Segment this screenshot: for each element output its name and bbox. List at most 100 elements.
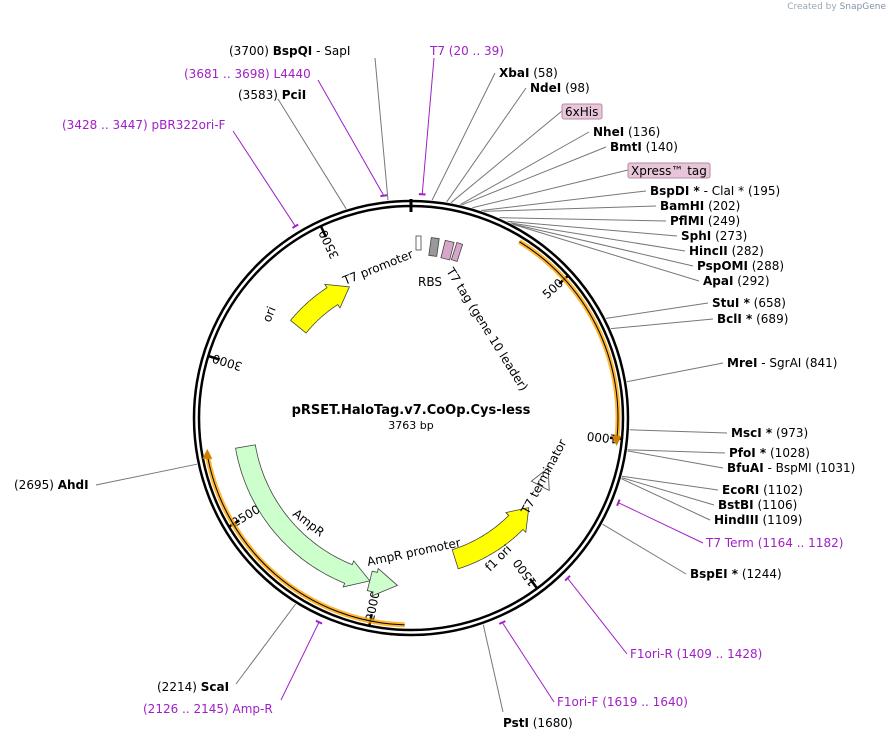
site-position: (1244) xyxy=(738,567,782,581)
site-name: SphI xyxy=(681,229,711,243)
primer-binding-mark xyxy=(498,620,506,625)
site-label: BfuAI - BspMI (1031) xyxy=(727,461,855,475)
site-label: NheI (136) xyxy=(593,125,660,139)
site-leader-line xyxy=(605,302,709,319)
primer-leader-line xyxy=(618,502,704,544)
feature-label: T7 terminator xyxy=(518,437,570,517)
site-name: ScaI xyxy=(201,680,229,694)
site-leader-line xyxy=(480,190,647,212)
site-position: - SapI xyxy=(312,44,350,58)
site-position: (202) xyxy=(704,199,740,213)
site-position: (98) xyxy=(561,81,589,95)
site-name: PciI xyxy=(282,88,307,102)
feature-label: ori xyxy=(260,304,279,324)
site-position: (1102) xyxy=(759,483,803,497)
site-leader-line xyxy=(460,131,590,206)
site-position: (3700) xyxy=(229,44,273,58)
feature-label: AmpR promoter xyxy=(366,535,462,569)
tick-label: 2000 xyxy=(363,590,383,623)
site-label: XbaI (58) xyxy=(499,66,558,80)
halotag-orf-line xyxy=(519,241,619,439)
site-label: BspEI * (1244) xyxy=(690,567,782,581)
ampr-promoter-arrow xyxy=(366,567,399,597)
site-position: (689) xyxy=(752,312,788,326)
site-label: SphI (273) xyxy=(681,229,747,243)
feature-box-label: Xpress™ tag xyxy=(631,164,707,178)
site-leader-line xyxy=(483,205,657,212)
site-position: (58) xyxy=(529,66,557,80)
site-name: HindIII xyxy=(714,513,759,527)
site-position: (973) xyxy=(772,426,808,440)
primer-label: (3428 .. 3447) pBR322ori-F xyxy=(62,118,226,132)
site-leader-line xyxy=(629,429,728,434)
primer-range: (3681 .. 3698) xyxy=(184,67,274,81)
primer-name: Amp-R xyxy=(233,702,273,716)
site-position: (2695) xyxy=(14,478,58,492)
t7-promoter-mark xyxy=(415,235,422,251)
primer-leader-line xyxy=(567,577,628,655)
site-position: (136) xyxy=(624,125,660,139)
site-leader-line xyxy=(627,449,726,454)
site-name: BamHI xyxy=(660,199,704,213)
primer-label: F1ori-F (1619 .. 1640) xyxy=(557,695,688,709)
site-position: (1106) xyxy=(754,498,798,512)
snapgene-credit: Created by SnapGene xyxy=(787,2,886,12)
tag-mark xyxy=(440,239,455,261)
site-position: (2214) xyxy=(157,680,201,694)
t7-terminator-arrow xyxy=(530,467,550,492)
feature-box xyxy=(561,103,603,120)
site-position: - SgrAI (841) xyxy=(757,356,837,370)
site-label: BclI * (689) xyxy=(717,312,788,326)
primer-leader-line xyxy=(280,622,320,701)
site-leader-line xyxy=(431,72,496,201)
site-name: HincII xyxy=(689,244,728,258)
site-leader-line xyxy=(602,523,687,575)
site-leader-line xyxy=(512,223,694,267)
f1-ori-arrow xyxy=(451,507,530,570)
site-leader-line xyxy=(626,362,724,383)
site-label: (2695) AhdI xyxy=(14,478,89,492)
tick-label: 3500 xyxy=(316,228,342,262)
tick-mark xyxy=(207,354,221,361)
feature-box xyxy=(627,162,711,179)
site-leader-line xyxy=(95,463,198,486)
site-leader-line xyxy=(627,450,724,469)
site-position: (658) xyxy=(750,296,786,310)
site-position: (292) xyxy=(733,274,769,288)
site-name: AhdI xyxy=(58,478,89,492)
rbs-mark xyxy=(428,237,440,257)
site-name: NdeI xyxy=(530,81,561,95)
site-label: (3583) PciI xyxy=(238,88,306,102)
site-name: BspQI xyxy=(273,44,313,58)
site-name: BstBI xyxy=(718,498,754,512)
site-leader-line xyxy=(446,87,527,203)
site-name: XbaI xyxy=(499,66,529,80)
primer-label: F1ori-R (1409 .. 1428) xyxy=(630,647,762,661)
site-name: PflMI xyxy=(670,214,704,228)
site-label: BstBI (1106) xyxy=(718,498,797,512)
ampr-orf-line xyxy=(206,453,405,626)
primer-binding-mark xyxy=(315,619,323,625)
site-label: PflMI (249) xyxy=(670,214,740,228)
site-position: (288) xyxy=(748,259,784,273)
site-position: (1109) xyxy=(759,513,803,527)
site-name: BclI * xyxy=(717,312,753,326)
credit-brand: SnapGene xyxy=(839,2,886,12)
site-label: (3700) BspQI - SapI xyxy=(229,44,350,58)
box-leader-line xyxy=(450,110,563,204)
plasmid-length: 3763 bp xyxy=(388,419,433,432)
site-label: PfoI * (1028) xyxy=(729,446,810,460)
site-label: BamHI (202) xyxy=(660,199,740,213)
primer-binding-mark xyxy=(291,223,299,229)
open-reading-frames xyxy=(202,239,622,628)
primer-binding-mark xyxy=(564,575,571,582)
site-position: (1680) xyxy=(529,716,573,730)
orf-arrowhead xyxy=(611,435,622,446)
site-position: - BspMI (1031) xyxy=(764,461,856,475)
label-leader-lines xyxy=(95,57,728,713)
primer-name: L4440 xyxy=(274,67,311,81)
site-label: HincII (282) xyxy=(689,244,764,258)
primer-label: T7 Term (1164 .. 1182) xyxy=(705,536,843,550)
site-label: HindIII (1109) xyxy=(714,513,802,527)
